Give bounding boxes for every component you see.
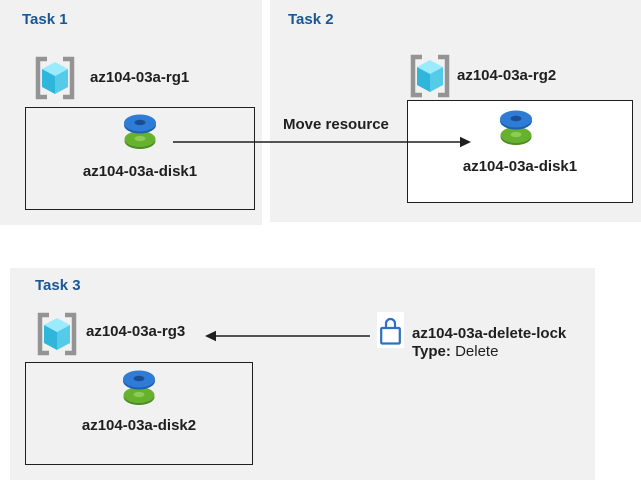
task3-panel [10, 268, 595, 480]
resource-group-name: az104-03a-rg3 [86, 323, 186, 340]
resource-group-icon [37, 312, 77, 356]
disk-name: az104-03a-disk1 [82, 163, 198, 180]
disk-icon [124, 114, 156, 149]
task1-resource-box [25, 107, 255, 210]
lock-name: az104-03a-delete-lock [412, 325, 567, 342]
lock-type-value: Delete [455, 343, 499, 360]
disk-icon [500, 110, 532, 145]
task1-title: Task 1 [22, 11, 68, 28]
task2-title: Task 2 [288, 11, 334, 28]
disk-name: az104-03a-disk2 [81, 417, 197, 434]
task1-panel [0, 0, 262, 225]
resource-group-icon [410, 54, 450, 98]
lock-icon [380, 317, 401, 345]
resource-group-name: az104-03a-rg2 [457, 67, 557, 84]
lock-type-label: Type: [412, 343, 451, 360]
move-resource-label: Move resource [283, 116, 389, 133]
resource-group-name: az104-03a-rg1 [90, 69, 190, 86]
disk-name: az104-03a-disk1 [462, 158, 578, 175]
resource-group-icon [35, 56, 75, 100]
lock-chip [377, 312, 404, 348]
lock-type: Type: Delete [412, 343, 498, 360]
disk-icon [123, 370, 155, 405]
task3-resource-box [25, 362, 253, 465]
task3-title: Task 3 [35, 277, 81, 294]
